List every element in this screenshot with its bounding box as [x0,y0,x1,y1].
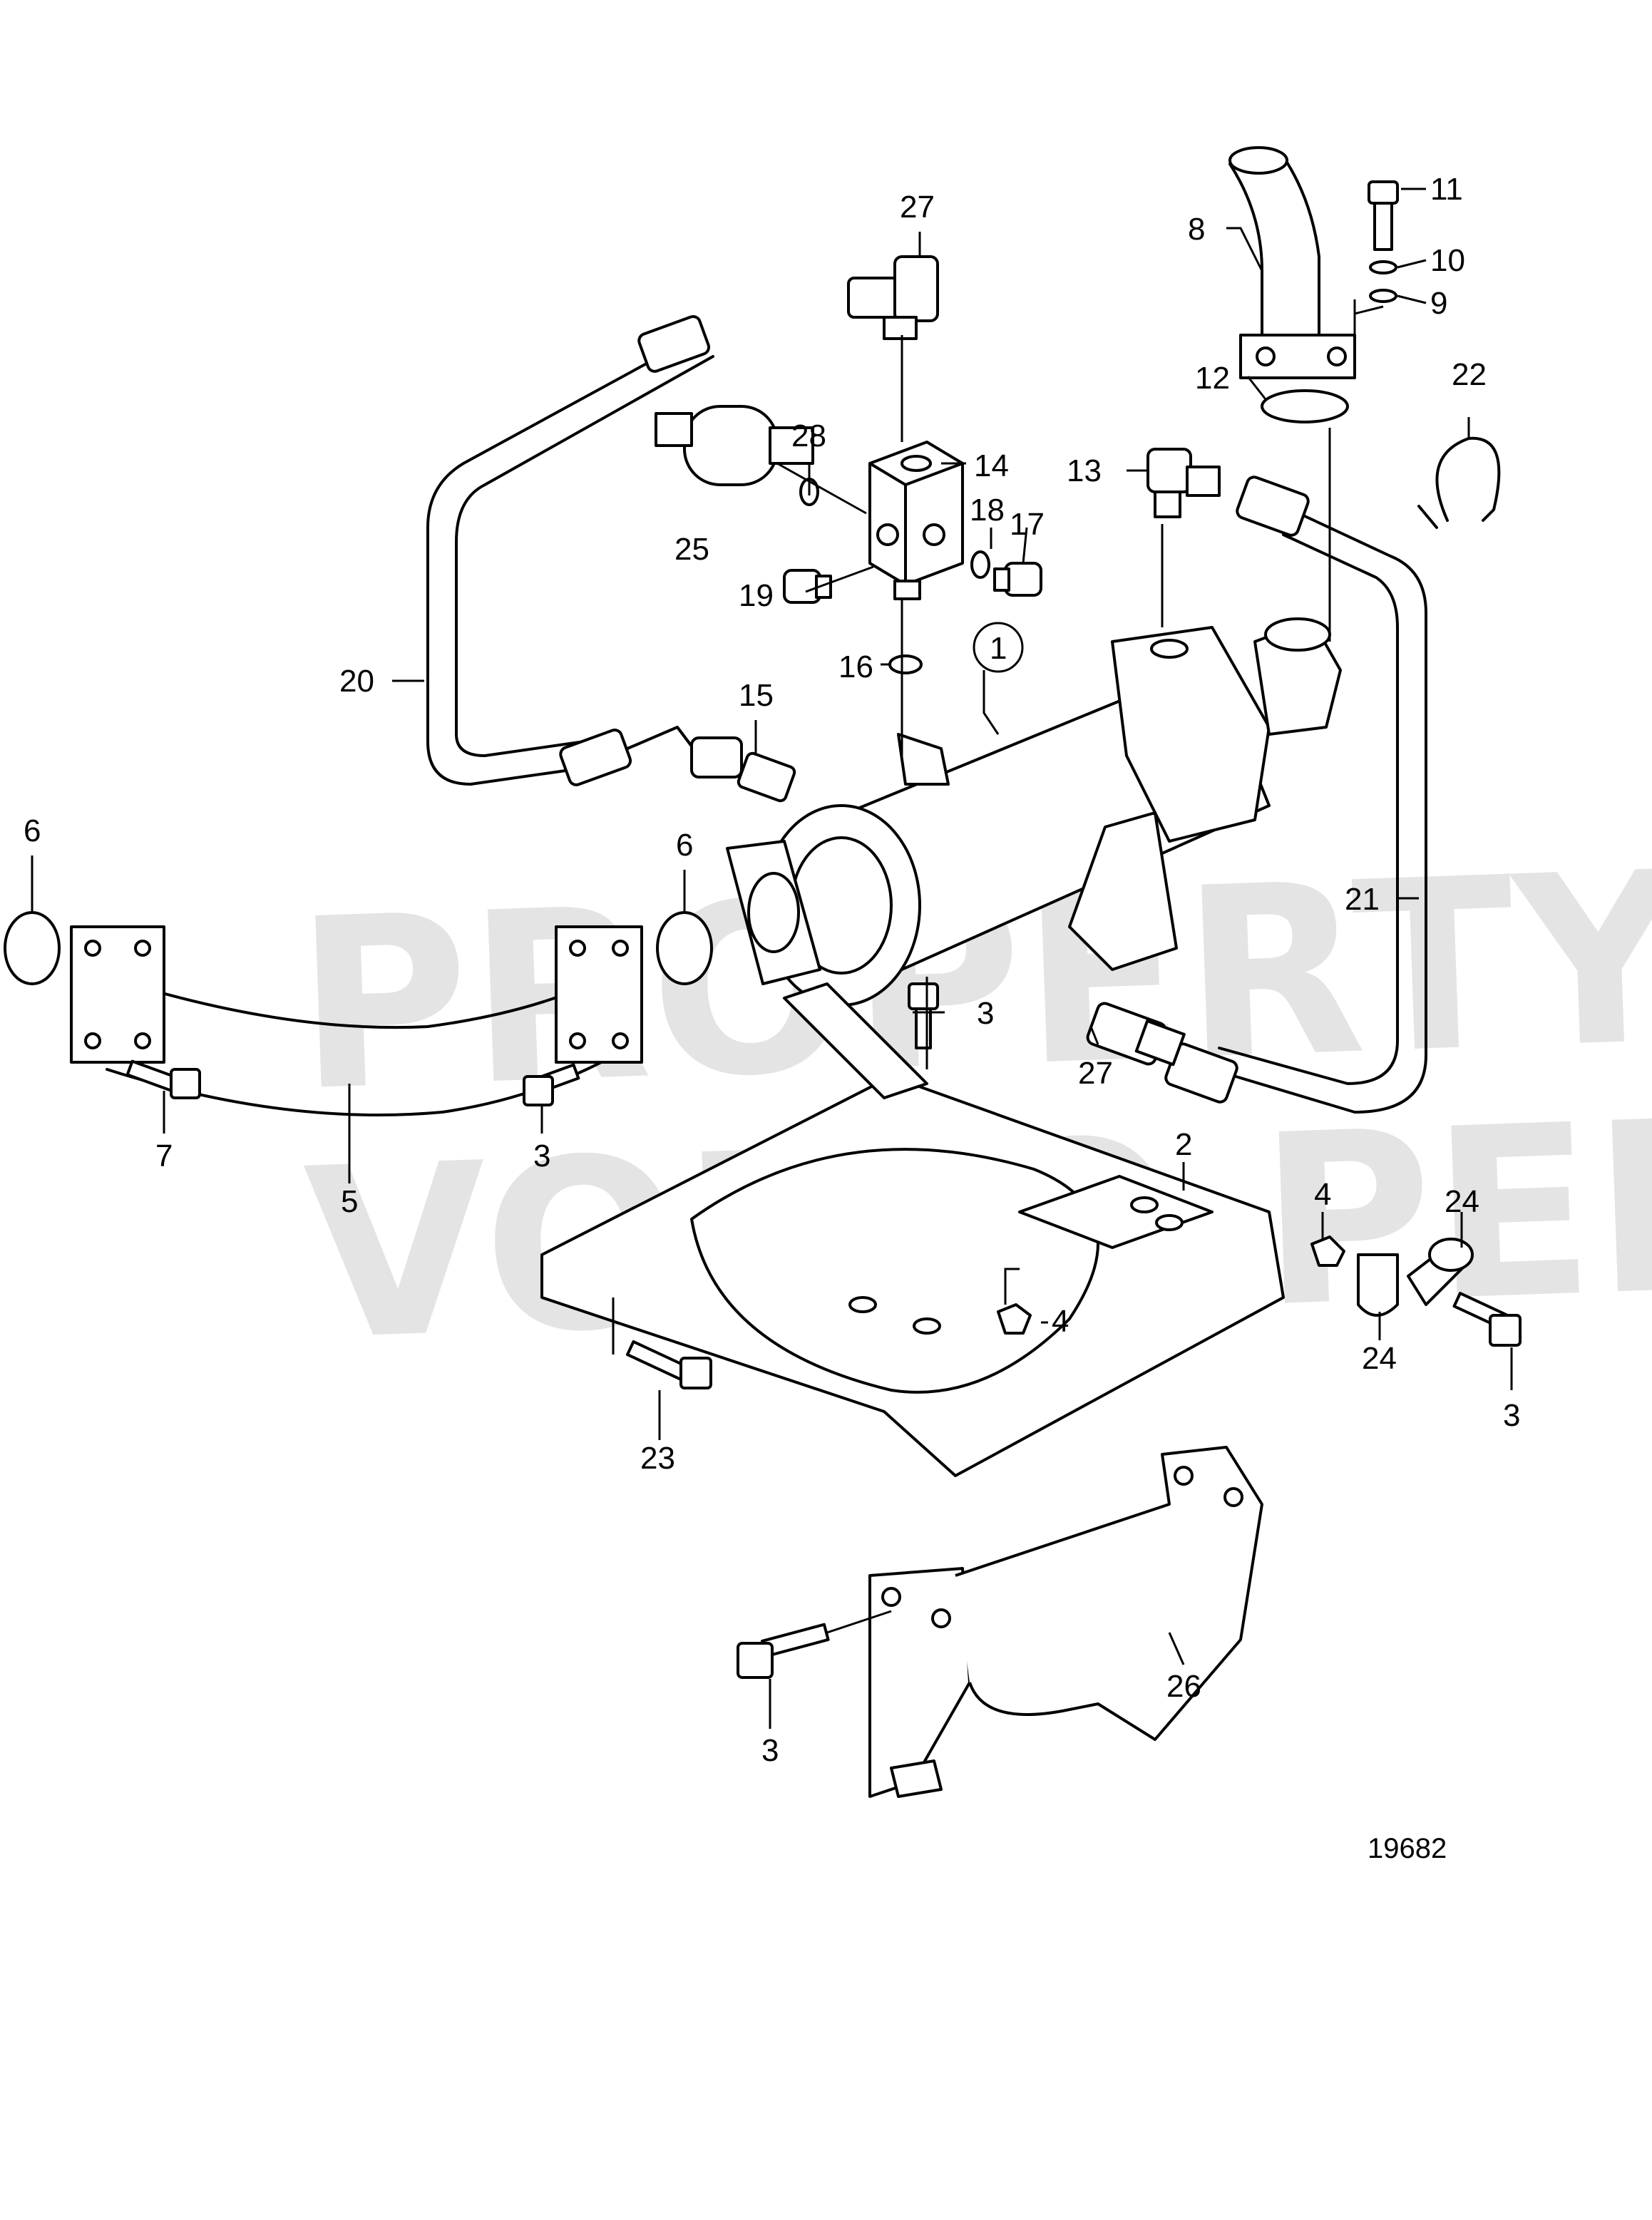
callout-15: 15 [739,678,774,713]
o-ring-6-right [656,911,713,985]
callout-24-bottom: 24 [1362,1341,1397,1376]
bolt-3-bottom [737,1623,830,1679]
sensor-25 [655,405,814,486]
pipe-5 [70,925,643,1116]
bolt-3-pipe [523,1063,580,1106]
callout-17: 17 [1010,507,1045,542]
cooler-1 [761,617,1342,1007]
clip-22 [1417,436,1501,529]
callout-13: 13 [1067,453,1102,488]
callout-3-pipe: 3 [533,1139,550,1173]
o-ring-6-left [4,911,61,985]
hose-20 [426,315,743,786]
callout-labels: 1 2 3 3 3 3 4 4 5 6 6 7 8 9 10 11 12 13 … [24,172,1520,1768]
bracket-2 [540,982,1285,1477]
callout-12: 12 [1195,361,1230,396]
callout-27-top: 27 [900,190,935,225]
callout-21: 21 [1345,882,1380,917]
callout-25: 25 [674,532,709,567]
washer-10 [1369,260,1397,274]
bolt-3-right [1452,1292,1522,1347]
callout-10: 10 [1430,243,1465,278]
callout-2: 2 [1175,1127,1192,1162]
callout-11: 11 [1430,172,1463,207]
drawing-number: 19682 [1368,1833,1447,1864]
callout-20: 20 [339,664,374,699]
elbow-fitting-27-top [847,255,939,340]
callout-5: 5 [341,1184,358,1219]
washer-16 [888,654,923,674]
callout-9: 9 [1430,286,1447,321]
elbow-fitting-13 [1146,448,1221,518]
pipe-8 [1228,146,1356,379]
callout-27-lower: 27 [1078,1056,1113,1091]
washer-18 [970,550,990,579]
callout-7: 7 [155,1139,173,1173]
callout-26: 26 [1166,1669,1201,1704]
bracket-26 [868,1446,1263,1798]
plug-19 [783,569,832,604]
callout-3-bottom: 3 [761,1733,779,1768]
callout-3-right: 3 [1503,1398,1520,1433]
callout-16: 16 [838,649,873,684]
callout-24-top: 24 [1445,1184,1479,1219]
inlet-flange [726,840,821,985]
nut-4-right [1310,1235,1345,1267]
callout-23: 23 [640,1441,675,1476]
callout-18: 18 [970,493,1005,528]
gasket-12 [1261,389,1349,423]
callout-6-right: 6 [676,828,693,863]
bolt-7 [125,1059,201,1099]
callout-3-cooler: 3 [977,996,994,1031]
elbow-fitting-27-lower [1086,1002,1186,1067]
callout-1-circle [973,622,1024,673]
washer-9 [1369,289,1397,303]
junction-block-14 [868,441,964,600]
callout-4-right: 4 [1314,1177,1331,1212]
nut-4-center [997,1303,1032,1335]
callout-19: 19 [739,578,774,613]
callout-1: 1 [990,631,1007,666]
callout-6-left: 6 [24,813,41,848]
fitting-15 [737,751,796,803]
leader-lines [31,187,1513,1729]
plug-17 [993,562,1042,597]
callout-22: 22 [1452,357,1487,392]
callout-4-center: 4 [1052,1304,1069,1339]
callout-8: 8 [1188,212,1205,247]
bolt-23 [625,1340,712,1389]
callout-28: 28 [791,418,826,453]
hose-21 [1164,476,1427,1114]
bolt-11 [1368,180,1399,251]
clamp-24 [1357,1238,1474,1317]
callout-14: 14 [974,448,1009,483]
